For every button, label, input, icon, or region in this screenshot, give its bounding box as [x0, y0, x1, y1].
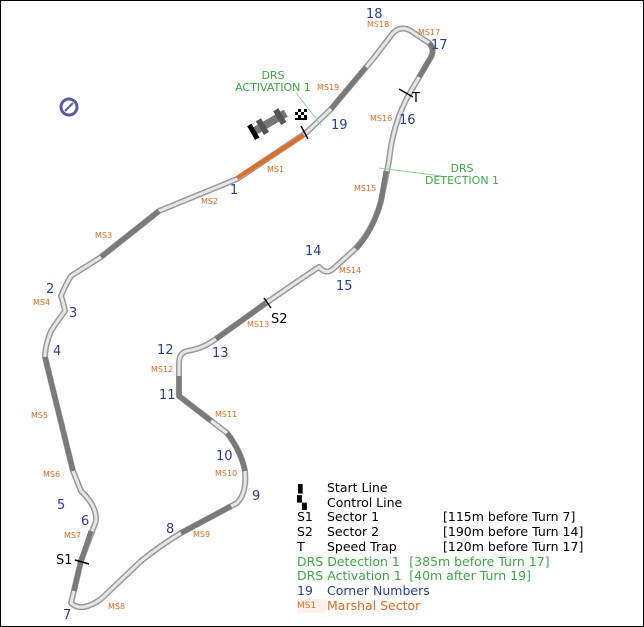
ms3-label: MS3 — [95, 231, 112, 240]
legend-drs-activation: DRS Activation 1 [40m after Turn 19] — [297, 569, 583, 584]
legend-note: [115m before Turn 7] — [443, 509, 576, 525]
drs-activation-line2: ACTIVATION 1 — [235, 81, 311, 94]
legend-code: DRS — [297, 568, 324, 584]
legend-note: [40m after Turn 19] — [409, 568, 531, 584]
legend-label: Start Line — [327, 480, 388, 495]
ms4-label: MS4 — [33, 298, 50, 307]
legend-label: Sector 1 — [327, 509, 380, 525]
corner-1: 1 — [230, 183, 238, 198]
drs-detection-line2: DETECTION 1 — [425, 174, 499, 187]
speed-trap-marker: T — [411, 91, 420, 106]
corner-7: 7 — [63, 608, 71, 623]
ms6-label: MS6 — [43, 470, 60, 479]
corner-19: 19 — [331, 118, 348, 133]
ms11-label: MS11 — [215, 410, 237, 419]
checkered-flag-icon: ▚ — [297, 494, 307, 510]
legend-note: [190m before Turn 14] — [443, 524, 584, 540]
ms13-label: MS13 — [247, 320, 269, 329]
legend-speed-trap: T Speed Trap [120m before Turn 17] — [297, 538, 584, 555]
corner-15: 15 — [336, 279, 353, 294]
legend-sector-1: S1 Sector 1 [115m before Turn 7] — [297, 510, 583, 525]
ms19-label: MS19 — [317, 83, 339, 92]
corner-11: 11 — [159, 388, 176, 403]
ms1-highlight — [235, 133, 306, 180]
checkered-flag-icon — [295, 109, 307, 120]
ms2-label: MS2 — [201, 197, 218, 206]
ms9-label: MS9 — [193, 530, 210, 539]
ms12-label: MS12 — [151, 365, 173, 374]
legend-label: Control Line — [327, 494, 403, 510]
ms8-label: MS8 — [108, 602, 125, 611]
legend-note: [120m before Turn 17] — [443, 538, 584, 554]
ms15-label: MS15 — [354, 184, 376, 193]
start-line-icon: ▮ — [297, 480, 304, 495]
drs-detection-line1: DRS — [450, 162, 473, 175]
legend-code: S2 — [297, 524, 313, 540]
corner-3: 3 — [69, 306, 77, 321]
ms14-label: MS14 — [339, 266, 361, 275]
corner-17: 17 — [431, 38, 448, 53]
corner-12: 12 — [157, 343, 174, 358]
corner-14: 14 — [305, 244, 322, 259]
ms17-label: MS17 — [418, 28, 440, 37]
corner-13: 13 — [212, 346, 229, 361]
ms7-label: MS7 — [64, 531, 81, 540]
legend-code: MS1 — [297, 598, 327, 614]
corner-2: 2 — [46, 282, 54, 297]
legend-corner-numbers: 19 Corner Numbers — [297, 582, 583, 599]
legend-label: Sector 2 — [327, 524, 380, 540]
corner-18: 18 — [366, 7, 383, 22]
ms18-label: MS18 — [367, 20, 389, 29]
legend-code: S1 — [297, 509, 313, 525]
corner-6: 6 — [81, 514, 89, 529]
ms5-label: MS5 — [31, 411, 48, 420]
compass-icon — [59, 97, 79, 117]
sector-1-marker: S1 — [56, 553, 73, 568]
sector-2-marker: S2 — [271, 312, 288, 327]
legend-label: Marshal Sector — [327, 597, 421, 613]
legend-label: Activation 1 — [327, 568, 402, 584]
corner-9: 9 — [252, 489, 260, 504]
corner-4: 4 — [53, 344, 61, 359]
legend-drs-detection: DRS Detection 1 [385m before Turn 17] — [297, 553, 583, 570]
ms1-label: MS1 — [267, 165, 284, 174]
corner-16: 16 — [399, 113, 416, 128]
legend: ▮ Start Line ▚ Control Line S1 Sector 1 [115… — [297, 480, 584, 614]
legend-code: DRS — [297, 553, 324, 569]
legend-code: T — [297, 538, 305, 554]
legend-label: Detection 1 — [327, 553, 400, 569]
legend-label: Speed Trap — [327, 538, 397, 554]
corner-5: 5 — [57, 498, 65, 513]
marshal-sector-labels: MS1 MS2 MS3 MS4 MS5 MS6 MS7 MS8 MS9 MS10… — [31, 20, 440, 611]
legend-note: [385m before Turn 17] — [409, 553, 550, 569]
corner-8: 8 — [166, 522, 174, 537]
ms10-label: MS10 — [215, 469, 237, 478]
legend-start-line: ▮ Start Line — [297, 480, 583, 496]
legend-sector-2: S2 Sector 2 [190m before Turn 14] — [297, 524, 584, 540]
legend-code: 19 — [297, 582, 313, 598]
corner-10: 10 — [216, 449, 233, 464]
drs-activation-line1: DRS — [261, 69, 284, 82]
legend-control-line: ▚ Control Line — [297, 494, 583, 511]
legend-label: Corner Numbers — [327, 582, 430, 598]
ms16-label: MS16 — [370, 114, 392, 123]
car-icon — [247, 108, 288, 141]
